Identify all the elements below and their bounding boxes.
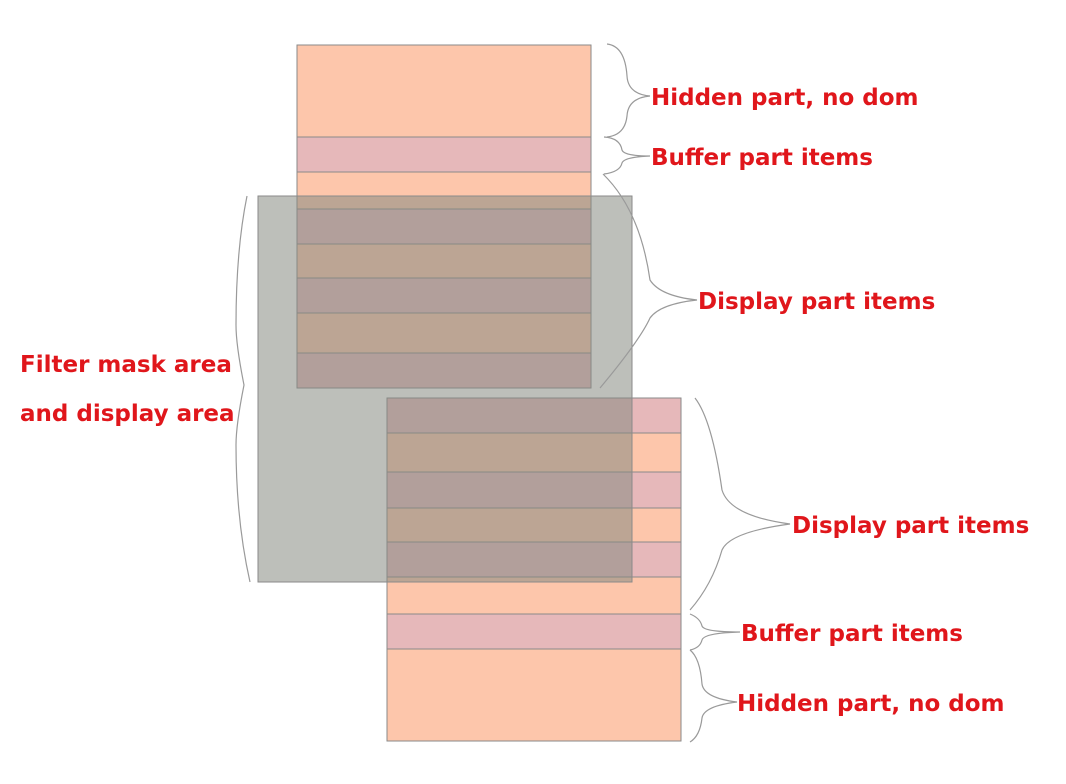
brace-bottom-buffer xyxy=(689,613,741,651)
label-top-buffer: Buffer part items xyxy=(651,145,873,171)
label-bottom-buffer: Buffer part items xyxy=(741,621,963,647)
brace-top-buffer xyxy=(603,136,651,175)
bottom-list-hidden-segment xyxy=(386,576,682,615)
top-list-hidden-segment xyxy=(296,44,592,138)
label-filter-line1: Filter mask area xyxy=(20,352,232,378)
bottom-list-hidden-segment xyxy=(386,648,682,742)
brace-bottom-hidden xyxy=(689,649,738,743)
bottom-list-buffer-segment xyxy=(386,613,682,650)
label-bottom-hidden: Hidden part, no dom xyxy=(737,691,1005,717)
label-bottom-display: Display part items xyxy=(792,513,1029,539)
brace-filter-mask xyxy=(235,195,251,583)
label-filter-line2: and display area xyxy=(20,401,235,427)
filter-mask-area xyxy=(257,195,633,583)
brace-top-hidden xyxy=(606,43,651,138)
label-top-display: Display part items xyxy=(698,289,935,315)
label-top-hidden: Hidden part, no dom xyxy=(651,85,919,111)
brace-bottom-display xyxy=(689,397,791,611)
top-list-buffer-segment xyxy=(296,136,592,173)
brace-top-display xyxy=(599,173,698,389)
